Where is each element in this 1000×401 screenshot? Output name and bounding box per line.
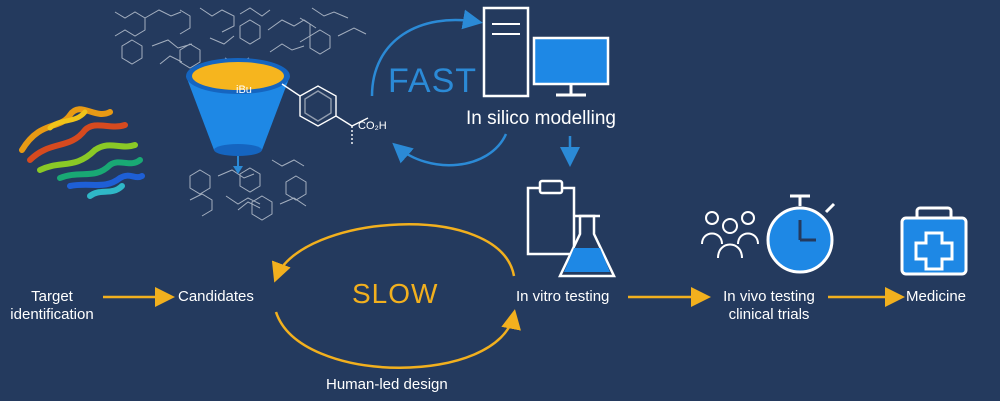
- carboxyl-group-label: CO₂H: [358, 120, 387, 132]
- in-vitro-testing-label: In vitro testing: [516, 288, 610, 305]
- fast-label: FAST: [388, 62, 478, 100]
- target-label-line1: Target: [31, 288, 73, 305]
- protein-ribbon-illustration: [19, 106, 145, 199]
- target-identification-label: Target identification: [6, 288, 98, 324]
- in-vivo-testing-label: In vivo testing clinical trials: [704, 288, 834, 324]
- molecule-structures-top: [114, 7, 367, 69]
- ibuprofen-structure: [281, 83, 369, 144]
- molecule-structures-bottom: [189, 159, 307, 221]
- in-vivo-line1: In vivo testing: [723, 288, 815, 305]
- ibu-substituent-label: iBu: [236, 84, 252, 96]
- human-led-design-label: Human-led design: [326, 376, 448, 393]
- slow-cycle-arrow-bottom: [274, 309, 521, 369]
- stopwatch-icon: [766, 194, 836, 274]
- medical-kit-icon: [900, 206, 968, 276]
- fast-cycle-arrow-bottom: [392, 133, 508, 167]
- in-silico-modelling-label: In silico modelling: [466, 108, 616, 129]
- fast-cycle-arrow-top: [370, 9, 483, 97]
- in-vivo-line2: clinical trials: [728, 306, 810, 323]
- medicine-label: Medicine: [906, 288, 967, 305]
- slow-cycle-arrow-top: [271, 223, 516, 283]
- slow-label: SLOW: [352, 278, 439, 309]
- candidates-label: Candidates: [178, 288, 254, 305]
- people-icon: [701, 211, 759, 259]
- funnel-icon: [186, 58, 290, 174]
- clipboard-flask-icon: [526, 179, 616, 278]
- computer-icon: [482, 6, 610, 98]
- target-label-line2: identification: [10, 306, 94, 323]
